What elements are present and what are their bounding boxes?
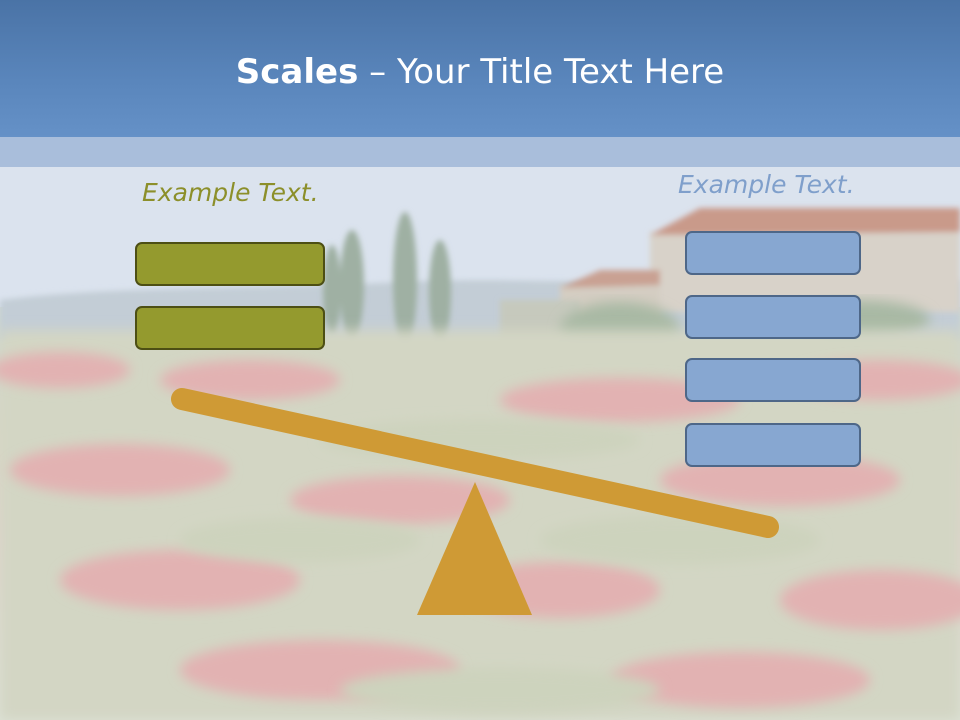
right-example-label: Example Text. <box>678 170 855 199</box>
seesaw-fulcrum <box>417 482 532 615</box>
title-bar <box>0 0 960 137</box>
seesaw-plank <box>171 388 779 538</box>
slide-title: Scales – Your Title Text Here <box>0 52 960 92</box>
blue-box-4 <box>685 423 861 467</box>
blue-box-3 <box>685 358 861 402</box>
blue-box-2 <box>685 295 861 339</box>
title-underband <box>0 137 960 167</box>
olive-box-2 <box>135 306 325 350</box>
olive-box-1 <box>135 242 325 286</box>
left-example-label: Example Text. <box>142 178 319 207</box>
blue-box-1 <box>685 231 861 275</box>
title-bold: Scales <box>235 52 359 92</box>
title-rest: – Your Title Text Here <box>358 52 725 92</box>
